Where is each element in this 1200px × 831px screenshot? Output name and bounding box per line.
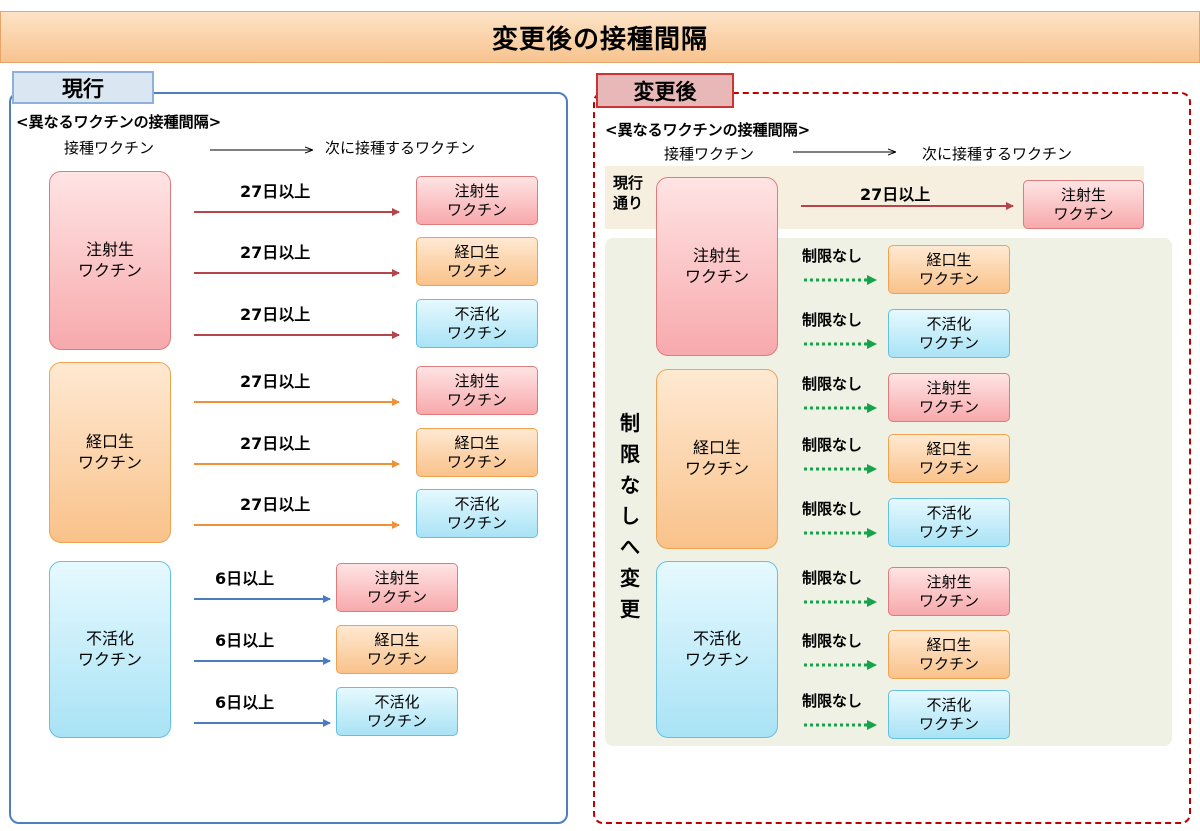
changed-panel — [593, 92, 1191, 824]
changed-target-box: 注射生 ワクチン — [888, 373, 1010, 422]
interval-label: 6日以上 — [215, 631, 275, 650]
changed-heading: <異なるワクチンの接種間隔> — [605, 121, 811, 139]
interval-label: 27日以上 — [240, 305, 311, 324]
changed-target-box: 不活化 ワクチン — [888, 309, 1010, 358]
current-source-box: 不活化 ワクチン — [49, 561, 171, 738]
vertical-change-label: 制限なしへ変更 — [620, 411, 640, 621]
changed-source-box: 経口生 ワクチン — [656, 369, 778, 549]
interval-label: 27日以上 — [860, 185, 931, 204]
no-limit-label: 制限なし — [802, 632, 863, 650]
current-target-box: 経口生 ワクチン — [416, 237, 538, 286]
current-target-box: 不活化 ワクチン — [416, 489, 538, 538]
changed-col-to: 次に接種するワクチン — [922, 145, 1073, 163]
current-source-box: 経口生 ワクチン — [49, 362, 171, 543]
current-panel — [9, 92, 568, 824]
changed-source-box: 不活化 ワクチン — [656, 561, 778, 738]
current-target-box: 注射生 ワクチン — [336, 563, 458, 612]
current-col-to: 次に接種するワクチン — [325, 139, 476, 157]
interval-label: 27日以上 — [240, 182, 311, 201]
no-limit-label: 制限なし — [802, 247, 863, 265]
changed-target-box: 経口生 ワクチン — [888, 630, 1010, 679]
current-heading: <異なるワクチンの接種間隔> — [16, 113, 222, 131]
current-target-box: 経口生 ワクチン — [416, 428, 538, 477]
no-limit-label: 制限なし — [802, 436, 863, 454]
no-limit-label: 制限なし — [802, 692, 863, 710]
changed-target-box: 経口生 ワクチン — [888, 245, 1010, 294]
current-target-box: 注射生 ワクチン — [416, 366, 538, 415]
no-limit-label: 制限なし — [802, 311, 863, 329]
current-target-box: 不活化 ワクチン — [416, 299, 538, 348]
current-target-box: 経口生 ワクチン — [336, 625, 458, 674]
interval-label: 27日以上 — [240, 495, 311, 514]
changed-col-from: 接種ワクチン — [664, 145, 755, 163]
no-limit-label: 制限なし — [802, 500, 863, 518]
interval-label: 27日以上 — [240, 243, 311, 262]
page-title: 変更後の接種間隔 — [0, 11, 1200, 63]
changed-target-box: 注射生 ワクチン — [888, 567, 1010, 616]
interval-label: 6日以上 — [215, 569, 275, 588]
no-limit-label: 制限なし — [802, 569, 863, 587]
current-target-box: 注射生 ワクチン — [416, 176, 538, 225]
changed-source-box: 注射生 ワクチン — [656, 177, 778, 356]
current-source-box: 注射生 ワクチン — [49, 171, 171, 350]
changed-target-box: 不活化 ワクチン — [888, 690, 1010, 739]
interval-label: 27日以上 — [240, 372, 311, 391]
interval-label: 27日以上 — [240, 434, 311, 453]
current-col-from: 接種ワクチン — [64, 139, 155, 157]
current-route-label: 現行 通り — [613, 174, 644, 212]
changed-target-box: 経口生 ワクチン — [888, 434, 1010, 483]
current-tab: 現行 — [12, 71, 154, 104]
changed-target-box: 不活化 ワクチン — [888, 498, 1010, 547]
interval-label: 6日以上 — [215, 693, 275, 712]
current-target-box: 不活化 ワクチン — [336, 687, 458, 736]
current-route-target-box: 注射生 ワクチン — [1023, 180, 1144, 229]
no-limit-label: 制限なし — [802, 375, 863, 393]
changed-tab: 変更後 — [596, 73, 734, 108]
